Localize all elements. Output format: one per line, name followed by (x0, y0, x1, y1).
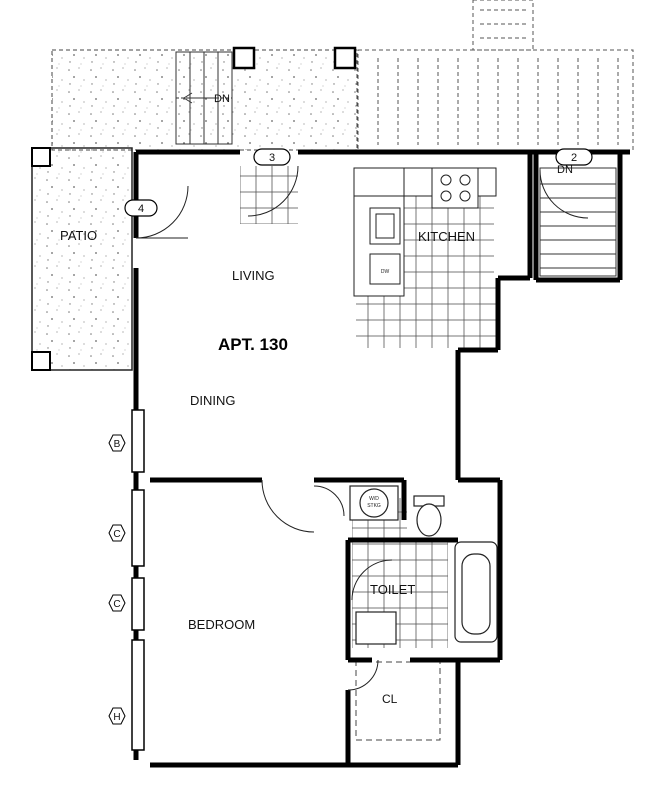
label-living: LIVING (232, 268, 275, 283)
label-patio: PATIO (60, 228, 97, 243)
door-tag-3: 3 (253, 148, 291, 166)
unit-number: APT. 130 (218, 335, 288, 354)
stair-left (175, 51, 233, 145)
upper-balcony (357, 0, 634, 151)
label-kitchen: KITCHEN (418, 229, 475, 244)
kitchen-sink (369, 207, 401, 245)
window-tag-c1: C (108, 524, 126, 542)
door-swings (135, 165, 589, 691)
bath-fixtures (349, 485, 498, 645)
windows-left (131, 409, 145, 751)
stair-right (539, 167, 617, 277)
label-dishwasher: DW (381, 269, 390, 275)
svg-text:C: C (113, 599, 120, 610)
label-washer-dryer: W/D (369, 496, 379, 502)
label-bedroom: BEDROOM (188, 617, 255, 632)
window-tag-b: B (108, 434, 126, 452)
label-washer-dryer-sub: STKG (367, 503, 381, 509)
door-tag-4: 4 (124, 199, 158, 217)
exterior-areas (31, 46, 358, 371)
column-right (333, 46, 357, 70)
vanity (355, 611, 397, 645)
kitchen-fixtures (353, 167, 497, 297)
toilet-bowl (416, 503, 442, 537)
bathtub (454, 541, 498, 643)
svg-text:4: 4 (138, 203, 144, 215)
column-left (232, 46, 256, 70)
svg-text:3: 3 (269, 152, 275, 164)
window-tag-h: H (108, 707, 126, 725)
label-dn-left: DN (214, 93, 230, 105)
patio-slab (31, 147, 133, 371)
door-tag-2: 2 (555, 148, 593, 166)
cooktop (431, 167, 479, 209)
svg-text:B: B (114, 439, 121, 450)
window-tag-c2: C (108, 594, 126, 612)
svg-text:C: C (113, 529, 120, 540)
washer-dryer (349, 485, 399, 521)
dishwasher (369, 253, 401, 285)
label-toilet: TOILET (370, 582, 415, 597)
label-dining: DINING (190, 393, 236, 408)
closet-shelf (355, 661, 441, 741)
svg-text:2: 2 (571, 152, 577, 164)
label-closet: CL (382, 692, 398, 706)
svg-text:H: H (113, 712, 120, 723)
label-dn-right: DN (557, 164, 573, 176)
